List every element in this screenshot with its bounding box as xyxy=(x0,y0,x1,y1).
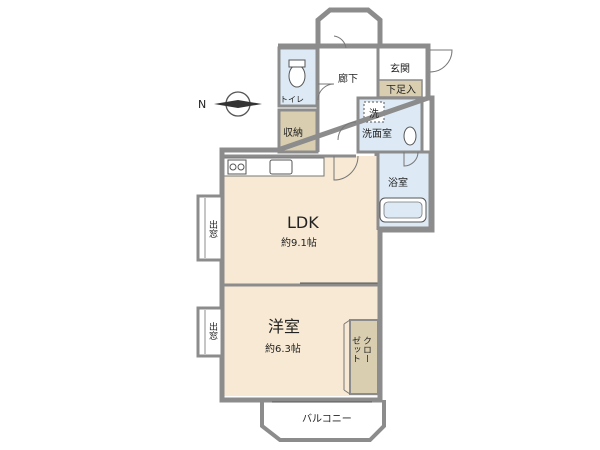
toilet-tank-icon xyxy=(288,59,306,68)
bay-window-lower xyxy=(196,306,224,358)
balcony-label: バルコニー xyxy=(302,413,352,425)
ldk-area: 約9.1帖 xyxy=(281,236,317,249)
ldk-door-swing xyxy=(333,155,359,181)
toilet-bowl-icon xyxy=(288,64,306,88)
sink-icon xyxy=(403,126,417,146)
washroom-door-swing xyxy=(337,121,357,141)
outer-wall xyxy=(219,43,435,403)
washer-label: 洗 xyxy=(369,108,379,120)
bath-door-swing xyxy=(403,151,419,167)
compass: N xyxy=(198,91,262,117)
entrance-label: 玄関 xyxy=(390,62,410,75)
closet-door-line xyxy=(343,319,351,395)
hallway-label: 廊下 xyxy=(338,72,358,85)
washroom-label: 洗面室 xyxy=(362,127,392,140)
ldk-name: LDK xyxy=(287,213,319,232)
bay-window-lower-label: 出窓 xyxy=(207,321,218,340)
kitchen-sink-icon xyxy=(269,159,293,175)
ldk-room xyxy=(222,156,378,284)
toilet-door-swing xyxy=(317,83,335,101)
bath-label: 浴室 xyxy=(388,176,408,189)
bay-window-upper-label: 出窓 xyxy=(207,219,218,238)
burner-icon xyxy=(237,163,245,171)
western-name: 洋室 xyxy=(268,317,300,336)
storage-label: 収納 xyxy=(283,126,303,139)
entrance-door-swing xyxy=(429,49,453,73)
balcony-railing xyxy=(260,400,386,442)
closet-label-line1: クロー xyxy=(361,336,371,363)
western-area: 約6.3帖 xyxy=(265,342,301,355)
compass-needle-icon xyxy=(214,100,262,108)
top-alcove-wall xyxy=(315,7,383,44)
stove-icon xyxy=(227,159,247,175)
closet xyxy=(349,319,379,395)
bay-window-upper xyxy=(196,194,224,262)
bathtub-inner-icon xyxy=(383,201,423,219)
closet-label-line2: ゼット xyxy=(350,336,361,363)
burner-icon xyxy=(229,163,237,171)
alcove-door-swing xyxy=(333,35,347,49)
compass-north-label: N xyxy=(198,98,206,111)
shoe-box-label: 下足入 xyxy=(386,84,416,96)
toilet-label: トイレ xyxy=(280,95,304,104)
